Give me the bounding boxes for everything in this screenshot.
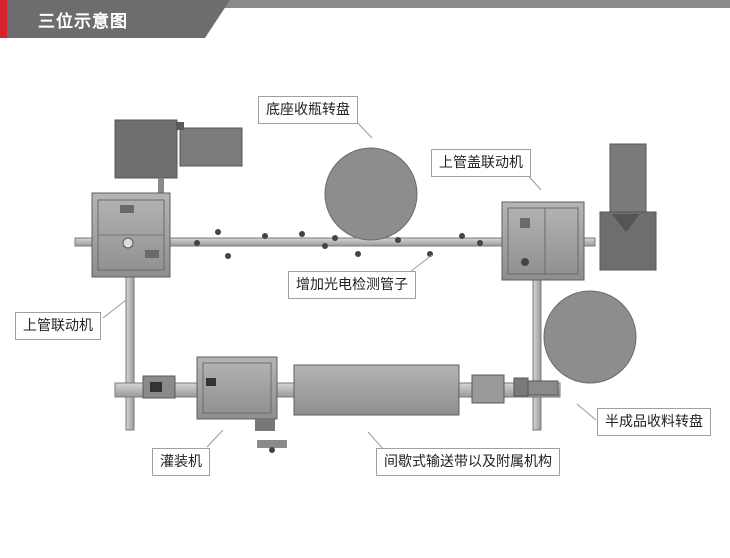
label-intermittent-conveyor: 间歇式输送带以及附属机构: [376, 448, 560, 476]
cap-linkage-machine: [501, 201, 585, 281]
label-filling-machine: 灌装机: [152, 448, 210, 476]
right-motor-assembly: [599, 143, 657, 271]
header-tab: [0, 0, 230, 38]
header-bar: [0, 0, 730, 8]
finished-turntable-disc: [543, 290, 637, 384]
header-accent: [0, 0, 7, 38]
tube-linkage-machine: [91, 192, 171, 278]
label-base-turntable: 底座收瓶转盘: [258, 96, 358, 124]
left-rail: [125, 271, 135, 431]
page-title: 三位示意图: [38, 12, 128, 32]
photo-sensors: [194, 229, 483, 259]
label-cap-linkage: 上管盖联动机: [431, 149, 531, 177]
upper-left-motor: [114, 119, 243, 194]
conveyor-housing: [293, 364, 460, 416]
conveyor-end-block: [471, 374, 559, 404]
header: 三位示意图: [0, 0, 730, 38]
filling-machine-body: [196, 356, 287, 453]
right-rail: [532, 277, 542, 431]
label-tube-linkage: 上管联动机: [15, 312, 101, 340]
label-photo-detect: 增加光电检测管子: [288, 271, 416, 299]
callout-leaders: [102, 119, 597, 451]
label-finished-turntable: 半成品收料转盘: [597, 408, 711, 436]
base-turntable-disc: [324, 147, 418, 241]
left-feeder-sensor: [150, 382, 162, 392]
